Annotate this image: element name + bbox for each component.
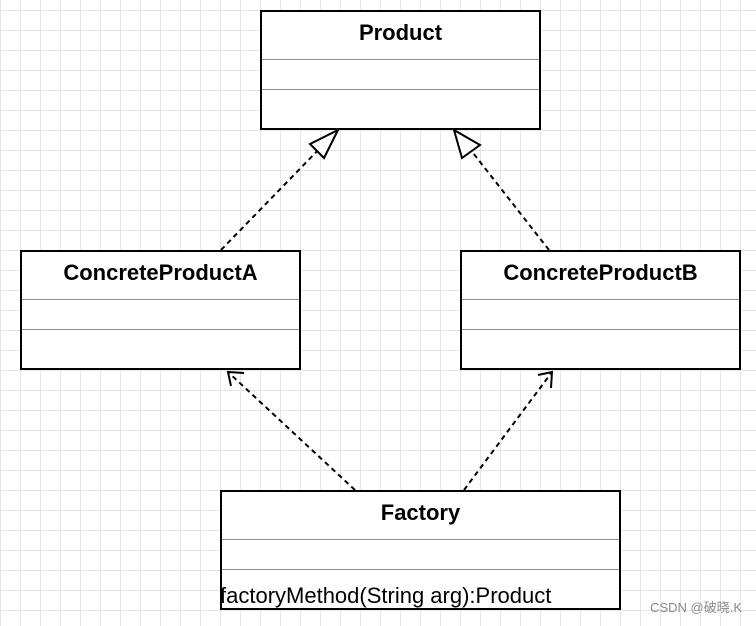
class-concrete-product-b-attributes — [462, 300, 739, 330]
class-factory-methods: factoryMethod(String arg):Product — [220, 583, 619, 609]
class-product-attributes — [262, 60, 539, 90]
dependency-arrow-factory-to-a — [226, 370, 356, 491]
realization-arrow-b-to-product — [452, 127, 550, 251]
class-concrete-product-a: ConcreteProductA — [20, 250, 301, 370]
class-factory: Factory factoryMethod(String arg):Produc… — [220, 490, 621, 610]
class-concrete-product-b-name: ConcreteProductB — [462, 252, 739, 300]
class-factory-name: Factory — [222, 492, 619, 540]
factory-method-signature: factoryMethod(String arg):Product — [220, 583, 552, 608]
watermark: CSDN @破晓.K — [650, 600, 742, 615]
class-product: Product — [260, 10, 541, 130]
class-product-name: Product — [262, 12, 539, 60]
realization-arrow-a-to-product — [220, 127, 341, 251]
class-concrete-product-a-attributes — [22, 300, 299, 330]
class-factory-attributes — [222, 540, 619, 570]
class-concrete-product-b: ConcreteProductB — [460, 250, 741, 370]
class-concrete-product-a-name: ConcreteProductA — [22, 252, 299, 300]
dependency-arrow-factory-to-b — [463, 370, 554, 491]
